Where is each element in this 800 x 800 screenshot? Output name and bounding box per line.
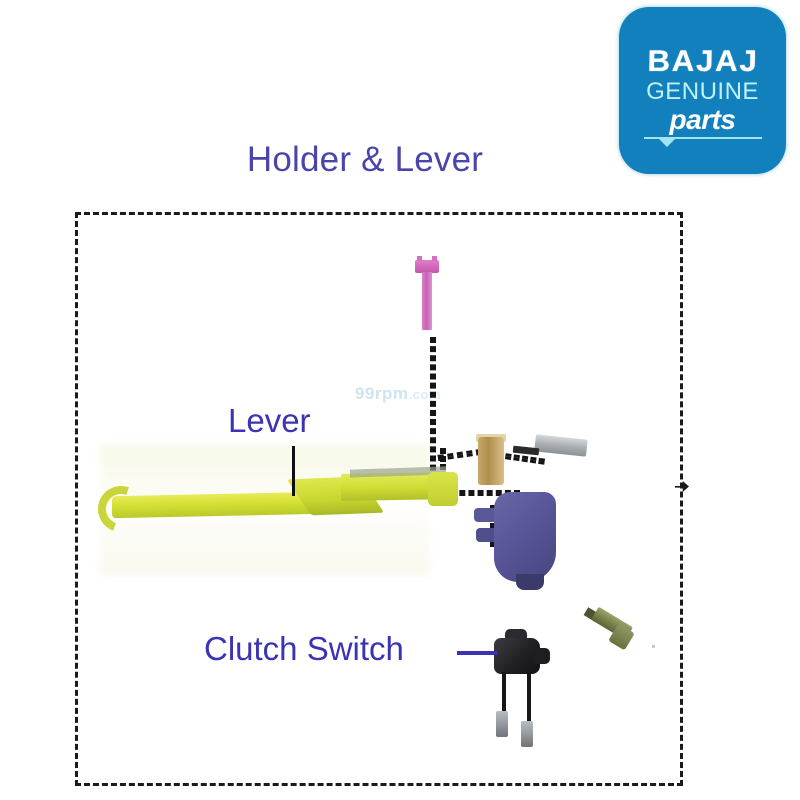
watermark-text: 99rpm xyxy=(355,384,409,403)
clutch-switch-wire-right xyxy=(527,672,531,724)
logo-text-bajaj: BAJAJ xyxy=(646,44,759,78)
clutch-switch-terminal-left xyxy=(496,711,508,737)
lever-pivot-boss xyxy=(428,472,458,506)
callout-leader-clutch-switch xyxy=(457,651,497,655)
callout-leader-lever xyxy=(292,446,295,496)
holder-foot xyxy=(516,574,544,590)
clutch-switch-wire-left xyxy=(502,672,506,714)
pivot-bolt-shank xyxy=(422,272,432,330)
pivot-bolt-head xyxy=(415,256,439,273)
holder-body xyxy=(494,492,556,582)
bushing-body xyxy=(478,437,504,485)
logo-text-parts: parts xyxy=(669,103,736,135)
frame-edge-arrow-icon xyxy=(675,481,689,492)
lever-blade xyxy=(112,491,322,519)
callout-label-clutch-switch: Clutch Switch xyxy=(204,630,404,667)
watermark-99rpm: 99rpm.com xyxy=(355,384,441,404)
clutch-switch-terminal-right xyxy=(521,721,533,747)
clutch-switch-body xyxy=(494,638,540,674)
page-title: Holder & Lever xyxy=(246,140,484,179)
logo-underline-chevron xyxy=(643,136,762,147)
logo-text-genuine: GENUINE xyxy=(646,77,759,105)
callout-label-lever: Lever xyxy=(228,402,311,439)
bajaj-genuine-parts-logo: BAJAJ GENUINE parts xyxy=(619,7,786,174)
diagram-speck xyxy=(652,645,655,648)
clutch-lever xyxy=(90,466,458,540)
lever-holder-bracket xyxy=(474,488,560,590)
watermark-domain: .com xyxy=(408,387,441,402)
clutch-switch-snout xyxy=(534,648,550,664)
